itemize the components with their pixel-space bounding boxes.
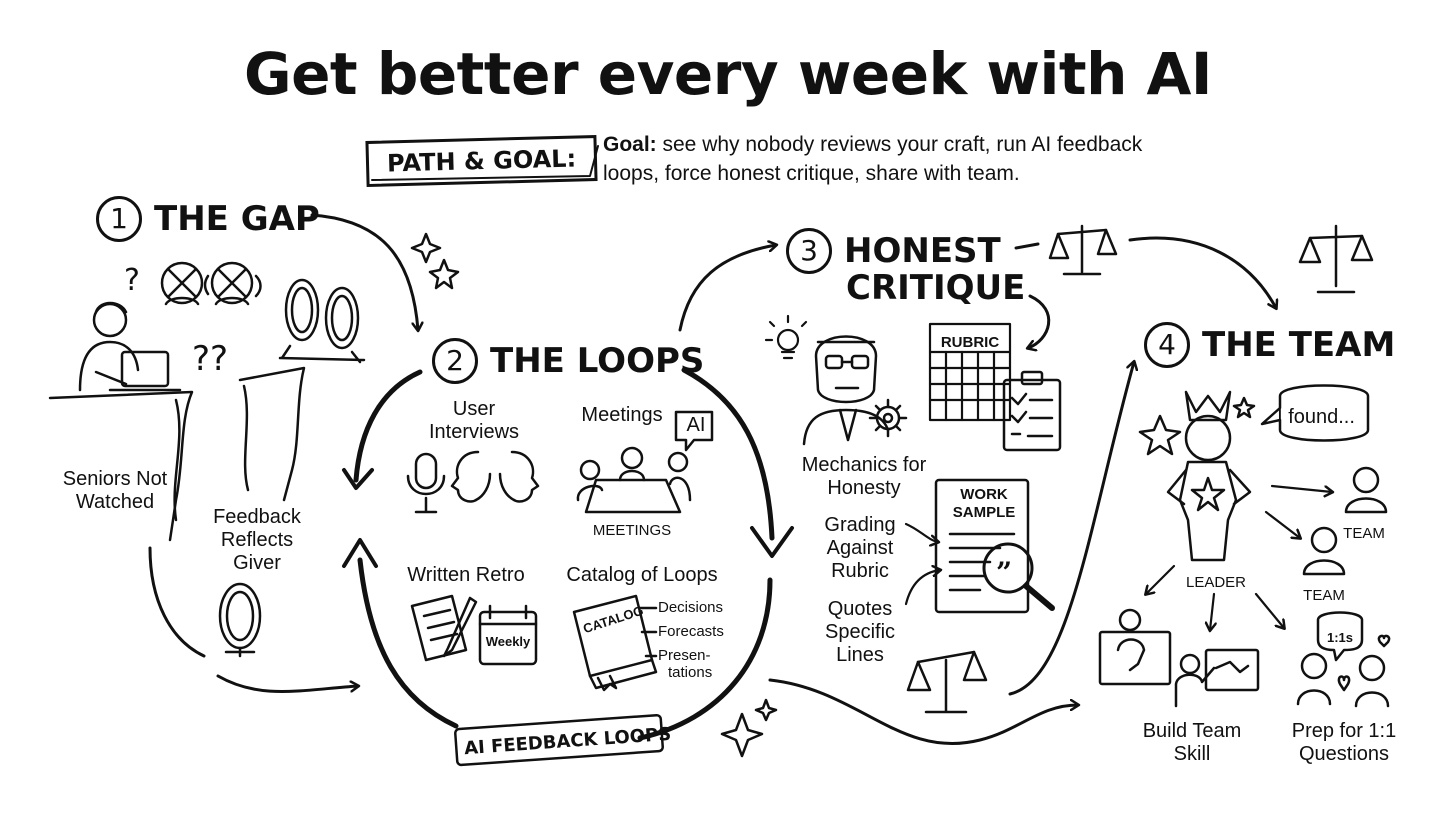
person-laptop-icon — [78, 301, 182, 392]
section-honest-critique: 3 HONEST — [786, 228, 1001, 274]
leader-label: LEADER — [1185, 574, 1247, 591]
goal-bold-label: Goal: — [603, 133, 657, 156]
label-mechanics-for-honesty: Mechanics for Honesty — [801, 454, 927, 499]
flow-arrow-critique-curl — [1028, 294, 1051, 348]
person-icon — [1344, 466, 1388, 514]
calendar-label: Weekly — [485, 634, 531, 649]
rubric-label: RUBRIC — [940, 334, 1000, 351]
mirror-icon — [278, 278, 366, 364]
meetings-caption: MEETINGS — [592, 522, 672, 539]
sparkle-icon — [720, 698, 778, 758]
section-title: HONEST — [844, 231, 1001, 271]
section-number: 2 — [432, 338, 478, 384]
whiteboard-icon — [1098, 608, 1172, 686]
flow-arrow-critique-to-scale — [1014, 242, 1040, 250]
svg-text:??: ?? — [192, 339, 228, 379]
label-catalog-of-loops: Catalog of Loops — [566, 564, 718, 586]
flow-arrow-scale-to-team-up — [1008, 362, 1134, 696]
scales-icon — [906, 650, 988, 714]
catalog-item: Forecasts — [658, 623, 724, 640]
section-the-team: 4 THE TEAM — [1144, 322, 1395, 368]
team-label: TEAM — [1343, 525, 1385, 542]
section-title-line2: CRITIQUE — [846, 268, 1026, 308]
label-build-team-skill: Build Team Skill — [1142, 720, 1242, 765]
section-the-gap: 1 THE GAP — [96, 196, 320, 242]
flow-arrow-scale-to-team — [1128, 236, 1276, 308]
crossed-face-icon — [203, 261, 262, 306]
label-quotes-specific-lines: Quotes Specific Lines — [824, 598, 896, 666]
meeting-table-icon — [576, 410, 714, 514]
section-title: THE GAP — [154, 199, 320, 239]
catalog-item: tations — [668, 664, 713, 681]
crowned-leader-icon — [1166, 390, 1252, 562]
section-title: THE TEAM — [1202, 325, 1396, 365]
star-icon — [1138, 396, 1256, 456]
lightbulb-icon — [764, 314, 808, 360]
gear-icon — [868, 398, 908, 438]
catalog-item: Presen- — [658, 647, 711, 664]
section-title: THE LOOPS — [490, 341, 705, 381]
scales-icon — [1048, 224, 1118, 276]
catalog-item: Decisions — [658, 599, 724, 616]
calendar-icon — [478, 604, 538, 666]
page-title: Get better every week with AI — [243, 40, 1213, 108]
section-number: 4 — [1144, 322, 1190, 368]
label-arrows — [904, 522, 940, 606]
team-label: TEAM — [1303, 587, 1345, 604]
person-icon — [1302, 526, 1346, 576]
scales-icon — [1298, 224, 1374, 294]
magnifier-icon: ” — [982, 542, 1055, 611]
ai-speech-bubble-text: AI — [686, 414, 706, 436]
speech-bubble-icon — [1260, 384, 1370, 442]
checklist-icon — [1002, 370, 1062, 452]
label-seniors-not-watched: Seniors Not Watched — [62, 468, 168, 513]
whiteboard-icon — [1174, 648, 1260, 708]
svg-text:”: ” — [996, 556, 1012, 589]
label-grading-against-rubric: Grading Against Rubric — [824, 514, 896, 582]
label-user-interviews: User Interviews — [428, 398, 520, 443]
reviewer-face-icon — [802, 335, 890, 446]
speech-bubble-text: I found... — [1277, 406, 1355, 428]
flow-arrow-gap-to-loops — [310, 213, 418, 330]
section-number: 1 — [96, 196, 142, 242]
label-written-retro: Written Retro — [407, 564, 525, 586]
question-mark-icon: ? — [124, 263, 140, 298]
team-arrows — [1146, 484, 1332, 630]
mirror-icon — [218, 582, 262, 658]
section-number: 3 — [786, 228, 832, 274]
question-mark-icon: ?? — [192, 339, 228, 379]
ai-feedback-loops-banner-box — [454, 713, 664, 767]
one-on-one-bubble-text: 1:1s — [1326, 630, 1354, 645]
cliff-icon — [48, 366, 306, 542]
work-sample-label: WORK SAMPLE — [952, 486, 1016, 521]
microphone-icon — [406, 452, 446, 514]
svg-text:?: ? — [124, 263, 140, 298]
grid-icon — [928, 322, 1012, 422]
book-icon — [572, 594, 658, 692]
notepad-pencil-icon — [410, 594, 478, 662]
one-on-one-icon — [1296, 611, 1391, 708]
label-meetings: Meetings — [581, 404, 663, 426]
flow-arrow-loops-to-critique — [678, 245, 776, 332]
flow-arrow-gap-bottom — [216, 674, 358, 693]
label-feedback-reflects-giver: Feedback Reflects Giver — [213, 506, 301, 574]
loop-cycle-arrows — [342, 367, 794, 741]
section-the-loops: 2 THE LOOPS — [432, 338, 704, 384]
flow-arrow-seniors — [148, 546, 206, 658]
goal-description: see why nobody reviews your craft, run A… — [603, 133, 1143, 185]
badge-shadow — [371, 145, 599, 181]
head-profile-icon — [450, 450, 540, 503]
sparkle-icon — [410, 232, 460, 290]
flow-arrow-loops-to-team — [768, 678, 1078, 746]
crossed-face-icon — [160, 261, 204, 306]
label-prep-for-questions: Prep for 1:1 Questions — [1291, 720, 1397, 765]
goal-text: Goal: see why nobody reviews your craft,… — [603, 130, 1163, 188]
